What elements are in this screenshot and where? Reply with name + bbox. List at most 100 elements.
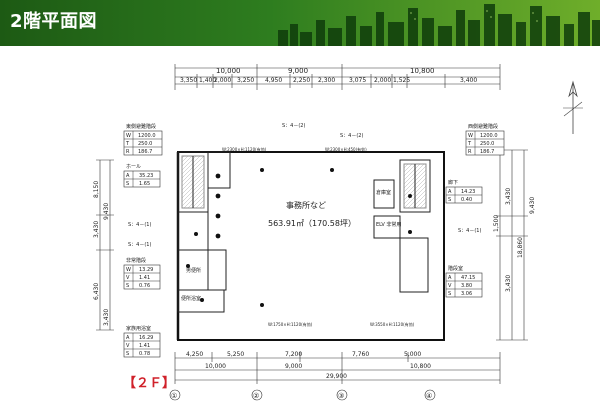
plan-text: A [448,275,452,281]
plan-text: 廊下 [448,179,458,186]
plan-text: 1200.0 [138,133,156,139]
bottom-part: 5,000 [404,351,421,358]
plan-text: 13.29 [139,267,153,273]
plan-text: S [126,181,129,187]
plan-text: 非常階段 [126,257,146,264]
plan-text: S [448,291,451,297]
floor-plan-drawing: 10,000 9,000 10,800 3,350 1,400 2,000 3,… [93,64,536,401]
grid-label: ④ [426,392,432,400]
bottom-part: 7,200 [285,351,302,358]
vent-table-right-mid: 廊下 A 14.23 S 0.40 [445,179,483,204]
top-span-2: 9,000 [288,67,308,75]
plan-text: ホール [126,164,141,170]
plan-text: 250.0 [480,141,494,147]
s-note: S：4－(2) [282,123,305,129]
vent-table-upper-right: 西側避難階段 W 1200.0 T 250.0 R 186.7 [465,123,505,156]
grid-label: ① [171,392,177,400]
top-part: 3,075 [349,77,366,84]
plan-text: R [468,149,472,155]
right-small: 9,430 [529,197,536,214]
right-total: 18,860 [517,237,524,258]
left-dim: 3,430 [93,221,100,238]
plan-text: 3.80 [461,283,472,289]
left-dim: 3,430 [103,309,110,326]
plan-text: A [126,335,130,341]
top-part: 2,000 [374,77,391,84]
plan-text: T [125,141,130,147]
toilet-label: 男便所 [186,267,201,274]
plan-text: W [468,133,473,139]
top-span-1: 10,000 [216,67,241,75]
small-room-label: 倉庫室 [376,189,391,196]
city-skyline-graphic [278,4,600,46]
plan-text: S [126,351,129,357]
s-note: S：4－(1) [458,228,481,234]
top-part: 2,000 [214,77,231,84]
vent-table-right-bottom: 階段室 A 47.15 V 3.80 S 3.06 [445,265,483,298]
plan-text: W [126,267,131,273]
lavatory-label: 便所浴室 [181,295,201,302]
top-part: 1,525 [393,77,410,84]
plan-text: 1.41 [139,343,150,349]
plan-text: 14.23 [461,189,475,195]
plan-text: 東側避難階段 [126,123,156,130]
top-part: 3,350 [180,77,197,84]
top-part: 1,400 [199,77,216,84]
s-note: S：4－(1) [128,242,151,248]
plan-text: S [126,283,129,289]
plan-text: 186.7 [138,149,152,155]
plan-text: 階段室 [448,265,463,272]
main-room-area: 563.91㎡（170.58坪） [268,219,356,228]
top-span-3: 10,800 [410,67,435,75]
plan-text: 47.15 [461,275,475,281]
window-note: W:2300×H:1120(有効) [222,146,267,152]
vent-table-left-mid: 非常階段 W 13.29 V 1.41 S 0.76 [123,257,161,290]
grid-label: ② [253,392,259,400]
plan-text: 1.41 [139,275,150,281]
right-dim: 3,430 [505,188,512,205]
right-dim: 1,500 [493,215,500,232]
window-note: W:3550×H:1120(有効) [370,321,415,327]
window-note: W:1750×H:1120(有効) [268,321,313,327]
plan-text: 250.0 [138,141,152,147]
main-room-name: 事務所など [286,200,326,210]
plan-text: V [126,275,130,281]
top-part: 2,250 [293,77,310,84]
left-dim: 8,150 [93,181,100,198]
floor-label: 【２Ｆ】 [123,376,176,391]
plan-text: S [448,197,451,203]
top-part: 4,950 [265,77,282,84]
plan-text: 0.76 [139,283,150,289]
vent-table-hall: ホール A 35.23 S 1.65 [123,164,161,188]
top-part: 2,300 [318,77,335,84]
s-note: S：4－(2) [340,133,363,139]
plan-text: T [467,141,472,147]
bottom-part: 7,760 [352,351,369,358]
s-note: S：4－(1) [128,222,151,228]
plan-text: 0.78 [139,351,150,357]
bottom-part: 4,250 [186,351,203,358]
plan-text: A [126,173,130,179]
bottom-span: 9,000 [285,363,302,370]
bottom-span: 10,000 [205,363,226,370]
plan-text: 35.23 [139,173,153,179]
north-arrow-icon [563,80,583,134]
page-header: 2階平面図 [0,0,600,46]
vent-table-left-bottom: 家族用浴室 A 16.29 V 1.41 S 0.78 [123,325,161,358]
bottom-part: 5,250 [227,351,244,358]
plan-text: A [448,189,452,195]
elevator-label: ELV 非常用 [376,221,401,228]
plan-text: R [126,149,130,155]
top-part: 3,250 [237,77,254,84]
grid-label: ③ [338,392,344,400]
plan-text: 家族用浴室 [126,325,151,332]
top-part: 3,400 [460,77,477,84]
right-dim: 3,430 [505,275,512,292]
bottom-overall: 29,900 [326,373,347,380]
plan-text: 1.65 [139,181,150,187]
vent-table-upper-left: 東側避難階段 W 1200.0 T 250.0 R 186.7 [123,123,163,156]
plan-text: 16.29 [139,335,153,341]
plan-text: 1200.0 [480,133,498,139]
left-dim: 6,430 [93,283,100,300]
plan-text: 186.7 [480,149,494,155]
